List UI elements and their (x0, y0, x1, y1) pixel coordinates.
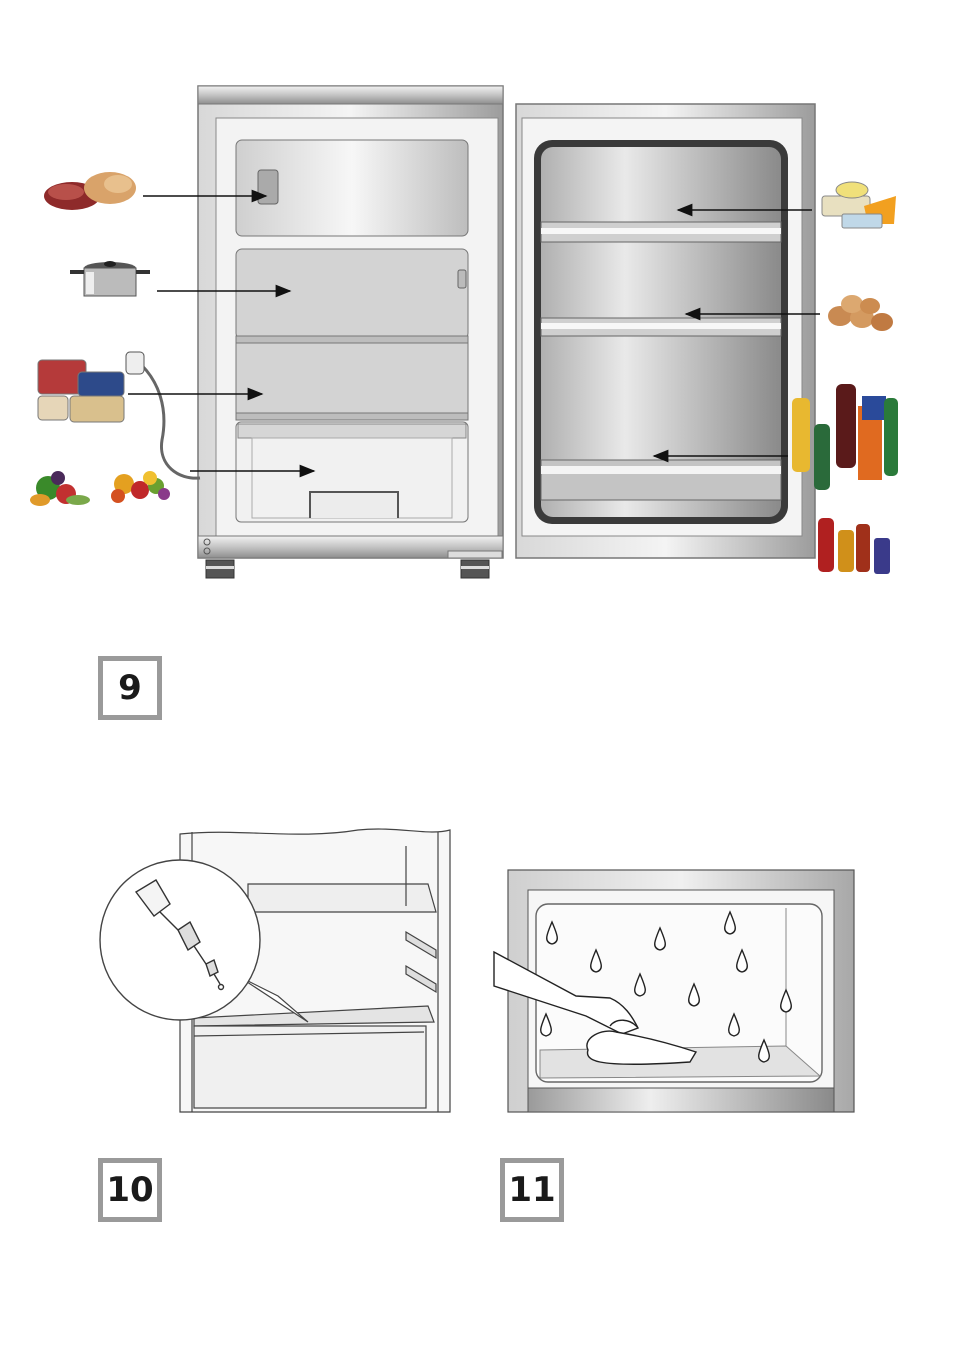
power-cord-illustration (126, 352, 200, 478)
packaged-food-illustration (38, 360, 124, 422)
cleaning-condensation-diagram (490, 866, 860, 1116)
fruit-bowl-illustration (111, 471, 170, 503)
eggs-illustration (828, 295, 893, 331)
drain-hole-diagram (98, 826, 458, 1118)
figure-number-10: 10 (98, 1158, 162, 1222)
fridge-shelves (236, 249, 468, 420)
meat-poultry-illustration (44, 172, 136, 210)
fridge-storage-diagram (0, 0, 954, 620)
fridge-door (516, 104, 815, 558)
crisper-drawer (236, 422, 468, 522)
vegetables-illustration (30, 471, 90, 506)
sauces-jars-illustration (818, 518, 890, 574)
figure-number-11: 11 (500, 1158, 564, 1222)
freezer-compartment (236, 140, 468, 236)
figure-number-9: 9 (98, 656, 162, 720)
dairy-cheese-illustration (822, 182, 896, 228)
cooking-pot-illustration (70, 261, 150, 296)
